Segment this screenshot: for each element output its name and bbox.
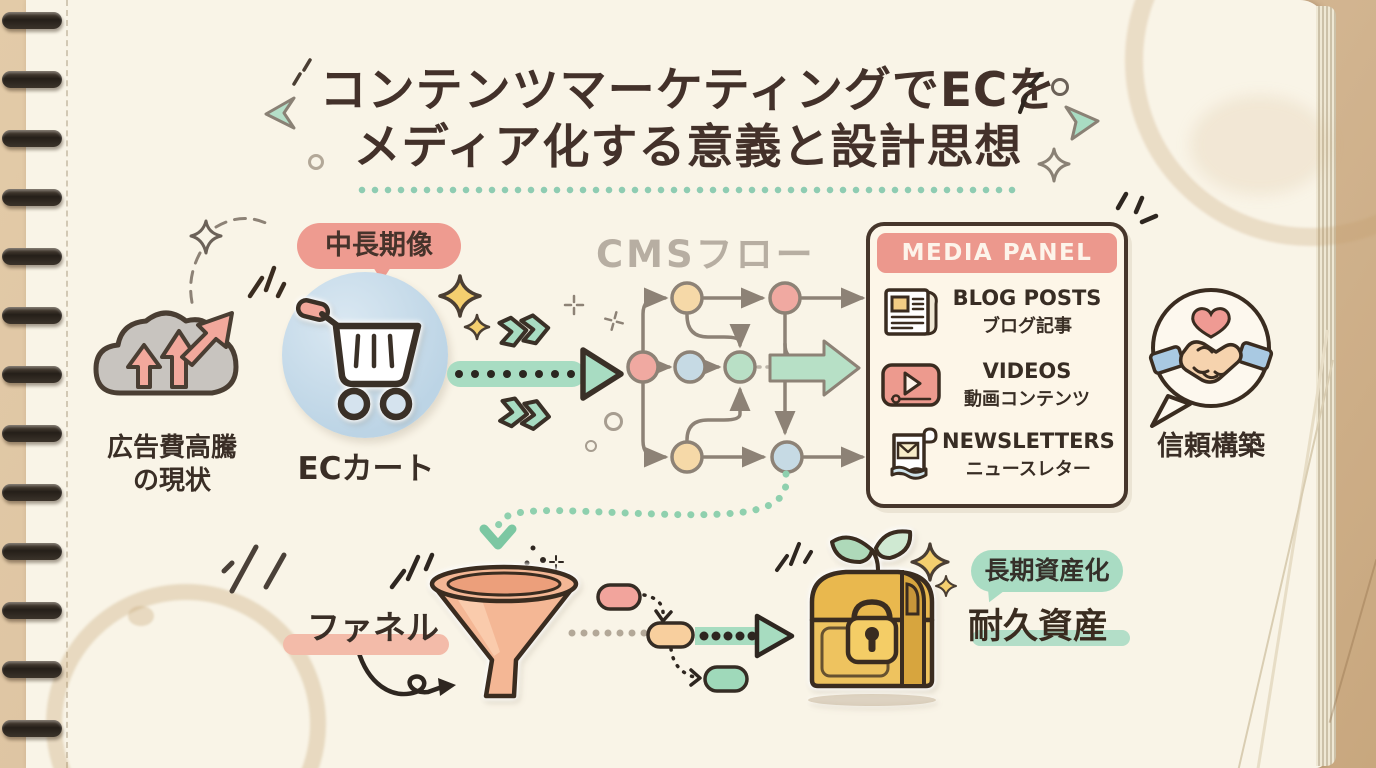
perforation-line (66, 0, 68, 768)
pill-orange (646, 621, 695, 649)
flow-node-pink (768, 281, 802, 315)
cms-flow-label: CMSフロー (596, 233, 816, 276)
newsletter-scroll-icon (890, 427, 938, 480)
video-player-icon (881, 363, 941, 407)
title-line-2: メディア化する意義と設計思想 (353, 120, 1023, 175)
dot-circle (1051, 78, 1069, 96)
mid-long-term-badge: 中長期像 (297, 223, 461, 281)
dotted-arrow-right (447, 313, 624, 431)
emphasis-strokes (247, 265, 287, 299)
spiral-coil (2, 366, 62, 383)
long-term-asset-badge: 長期資産化 (971, 550, 1123, 592)
spiral-coil (2, 248, 62, 265)
spiral-coil (2, 12, 62, 29)
coffee-stain-blotch (128, 606, 154, 626)
shopping-cart-icon (295, 298, 422, 421)
sparkle-icon (438, 274, 482, 318)
dot-circle (585, 440, 597, 452)
spiral-coil (2, 661, 62, 678)
flow-node-orange (670, 440, 704, 474)
heart-icon (1191, 307, 1231, 339)
cloud-rising-arrows-icon (93, 310, 239, 396)
page-title: コンテンツマーケティングでECを メディア化する意義と設計思想 (188, 62, 1188, 176)
media-panel-item-videos: VIDEOS 動画コンテンツ (880, 352, 1112, 418)
emphasis-strokes (1018, 72, 1042, 114)
sketch-star (1037, 147, 1071, 183)
sparkle-icon (910, 542, 950, 582)
ad-cost-line2: の現状 (132, 466, 211, 496)
cms-flow-diagram (626, 281, 866, 474)
dot-circle (308, 154, 324, 170)
pill-green (703, 665, 749, 693)
ad-cost-line1: 広告費高騰 (106, 433, 237, 463)
spiral-coil (2, 543, 62, 560)
flow-node-green (723, 350, 757, 384)
plus-sparkle (604, 311, 624, 331)
media-panel-item-blog: BLOG POSTS ブログ記事 (880, 279, 1112, 345)
badge-text: 中長期像 (325, 230, 433, 261)
ec-cart-label: ECカート (297, 451, 435, 487)
sparkle-icon (934, 574, 958, 598)
blog-posts-ja-label: ブログ記事 (982, 316, 1072, 337)
sprout-leaf (830, 535, 874, 564)
flow-node-blue (673, 350, 707, 384)
emphasis-strokes (1115, 191, 1159, 225)
spiral-coil (2, 602, 62, 619)
newsletters-label: NEWSLETTERS (942, 429, 1115, 453)
scatter-dots (524, 545, 564, 570)
pill-pink (596, 583, 642, 611)
videos-ja-label: 動画コンテンツ (964, 389, 1090, 410)
title-line-1: コンテンツマーケティングでECを (319, 63, 1057, 118)
triangle-right-icon (1064, 105, 1100, 141)
plus-sparkle (563, 294, 585, 316)
spiral-coil (2, 189, 62, 206)
media-panel: MEDIA PANEL BLOG POSTS ブログ記事 VIDEOS (866, 222, 1128, 508)
treasure-chest-sprout-icon (808, 529, 936, 706)
flow-node-pink (626, 350, 660, 384)
durable-asset-label: 耐久資産 (967, 607, 1108, 647)
label-highlight (972, 630, 1130, 646)
blog-posts-label: BLOG POSTS (952, 286, 1102, 310)
badge-text: 長期資産化 (984, 556, 1110, 585)
trust-label: 信頼構築 (1157, 431, 1265, 462)
media-panel-header: MEDIA PANEL (877, 233, 1117, 273)
sparkle-icon (463, 313, 491, 341)
spiral-coil (2, 425, 62, 442)
chevron-left-icon (264, 96, 296, 130)
big-arrow-right (768, 339, 861, 397)
emphasis-strokes (221, 544, 287, 594)
flow-node-blue (770, 440, 804, 474)
spiral-coil (2, 71, 62, 88)
dot-circle (604, 412, 623, 431)
media-panel-item-newsletters: NEWSLETTERS ニュースレター (880, 422, 1115, 488)
spiral-coil (2, 484, 62, 501)
funnel-icon (429, 564, 579, 699)
spiral-coil (2, 720, 62, 737)
spiral-coil (2, 307, 62, 324)
emphasis-strokes (775, 542, 813, 572)
emphasis-strokes (389, 552, 435, 590)
label-highlight (283, 634, 449, 655)
videos-label: VIDEOS (982, 359, 1072, 383)
funnel-output-flow (568, 583, 795, 693)
sprout-leaf (874, 529, 913, 560)
sketch-dashes (292, 58, 312, 86)
newsletters-ja-label: ニュースレター (965, 459, 1091, 480)
dotted-arrow-right (754, 613, 795, 659)
ad-cost-label: 広告費高騰 の現状 (82, 432, 262, 498)
spiral-coil (2, 130, 62, 147)
coffee-stain-blotch (1190, 95, 1330, 195)
curly-arrow (355, 647, 456, 697)
funnel-label: ファネル (307, 608, 439, 647)
handshake-heart-bubble-icon (1148, 288, 1274, 428)
sketch-dashed-curve (189, 217, 272, 309)
flow-node-orange (670, 281, 704, 315)
dotted-divider (358, 186, 1020, 194)
newspaper-icon (884, 288, 938, 336)
sketch-star (189, 219, 223, 255)
